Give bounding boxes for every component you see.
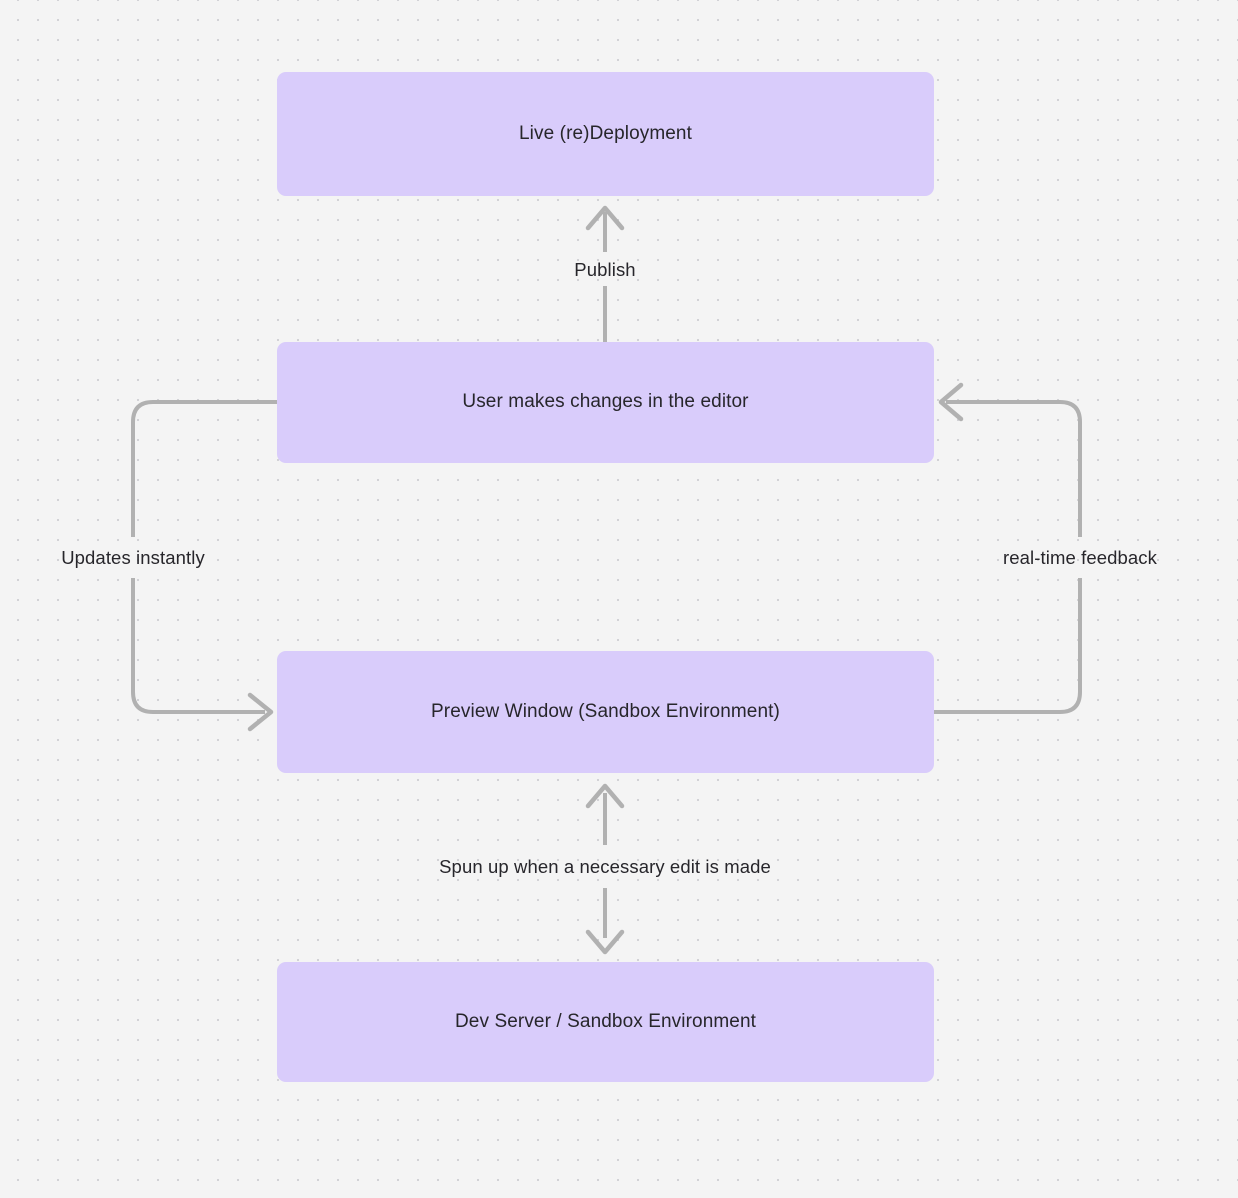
edge-publish: [585, 205, 625, 342]
edge-updates-instantly-arrowhead-right: [247, 692, 274, 732]
edge-real-time-feedback: [934, 382, 1082, 714]
node-dev-server-label: Dev Server / Sandbox Environment: [454, 1010, 756, 1032]
edge-real-time-feedback-lower-segment: [934, 578, 1082, 714]
node-live-deployment-label: Live (re)Deployment: [519, 122, 692, 144]
node-preview-window-label: Preview Window (Sandbox Environment): [431, 700, 780, 722]
edge-real-time-feedback-upper-segment: [946, 400, 1082, 537]
edge-label-real-time-feedback: real-time feedback: [1003, 547, 1157, 568]
edge-label-updates-instantly: Updates instantly: [61, 547, 205, 568]
edge-spun-up-arrowhead-up: [585, 783, 625, 809]
edge-label-publish: Publish: [574, 259, 636, 280]
edge-updates-instantly: [131, 400, 277, 732]
edge-publish-arrowhead-up: [585, 205, 625, 231]
edge-real-time-feedback-arrowhead-left: [938, 382, 964, 422]
node-user-edits[interactable]: User makes changes in the editor: [277, 342, 934, 463]
edge-label-spun-up: Spun up when a necessary edit is made: [439, 856, 771, 877]
edge-spun-up-arrowhead-down: [585, 929, 625, 955]
node-preview-window[interactable]: Preview Window (Sandbox Environment): [277, 651, 934, 773]
edge-updates-instantly-upper-segment: [131, 400, 277, 537]
node-user-edits-label: User makes changes in the editor: [462, 391, 749, 413]
node-live-deployment[interactable]: Live (re)Deployment: [277, 72, 934, 196]
edge-spun-up: [585, 783, 625, 955]
node-dev-server[interactable]: Dev Server / Sandbox Environment: [277, 962, 934, 1082]
edge-updates-instantly-lower-segment: [131, 578, 265, 714]
